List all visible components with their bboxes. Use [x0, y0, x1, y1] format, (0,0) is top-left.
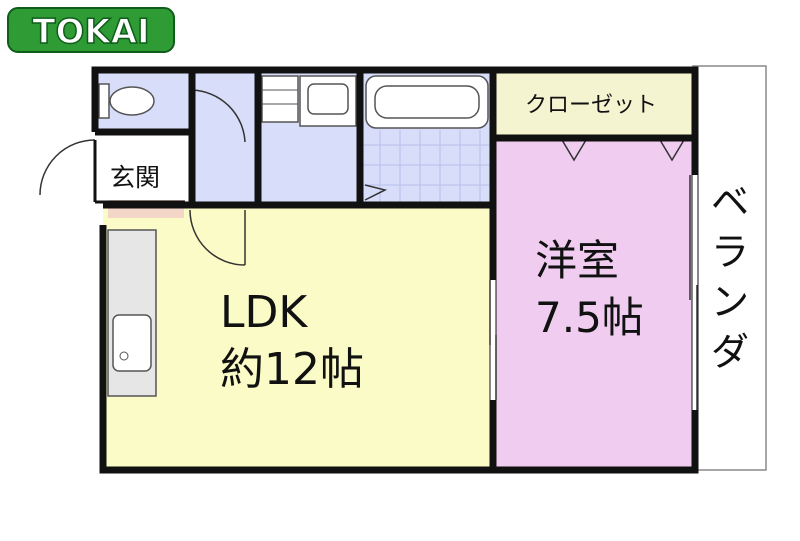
kitchen-counter: [107, 229, 157, 397]
ldk-label: LDK: [220, 287, 308, 338]
western-room-label: 洋室: [535, 236, 619, 285]
western-room-floor: [493, 138, 693, 467]
door-swings: [39, 89, 388, 266]
veranda-char-2: ラ: [711, 230, 749, 274]
tokai-logo: TOKAI: [7, 7, 175, 53]
closet-doors: [561, 139, 685, 162]
veranda-label: ベ ラ ン ダ: [711, 180, 749, 374]
closet-floor: [493, 72, 693, 138]
sliding-panels: [489, 175, 698, 410]
veranda-char-3: ン: [711, 280, 749, 324]
toilet: [98, 83, 155, 119]
bath-tiles: [360, 130, 493, 205]
washing-machine-space: [261, 75, 299, 123]
veranda-char-4: ダ: [711, 330, 749, 374]
washbasin: [299, 75, 357, 127]
entrance-label: 玄関: [110, 163, 160, 192]
closet-label: クローゼット: [525, 93, 657, 118]
logo-text: TOKAI: [32, 12, 149, 52]
entrance-floor: [103, 132, 185, 202]
ldk-size-label: 約12帖: [220, 344, 364, 395]
ldk-floor: [103, 205, 493, 467]
veranda-char-1: ベ: [711, 180, 749, 224]
western-room-size-label: 7.5帖: [535, 293, 644, 342]
openings: [490, 175, 698, 410]
bathtub: [365, 75, 489, 129]
